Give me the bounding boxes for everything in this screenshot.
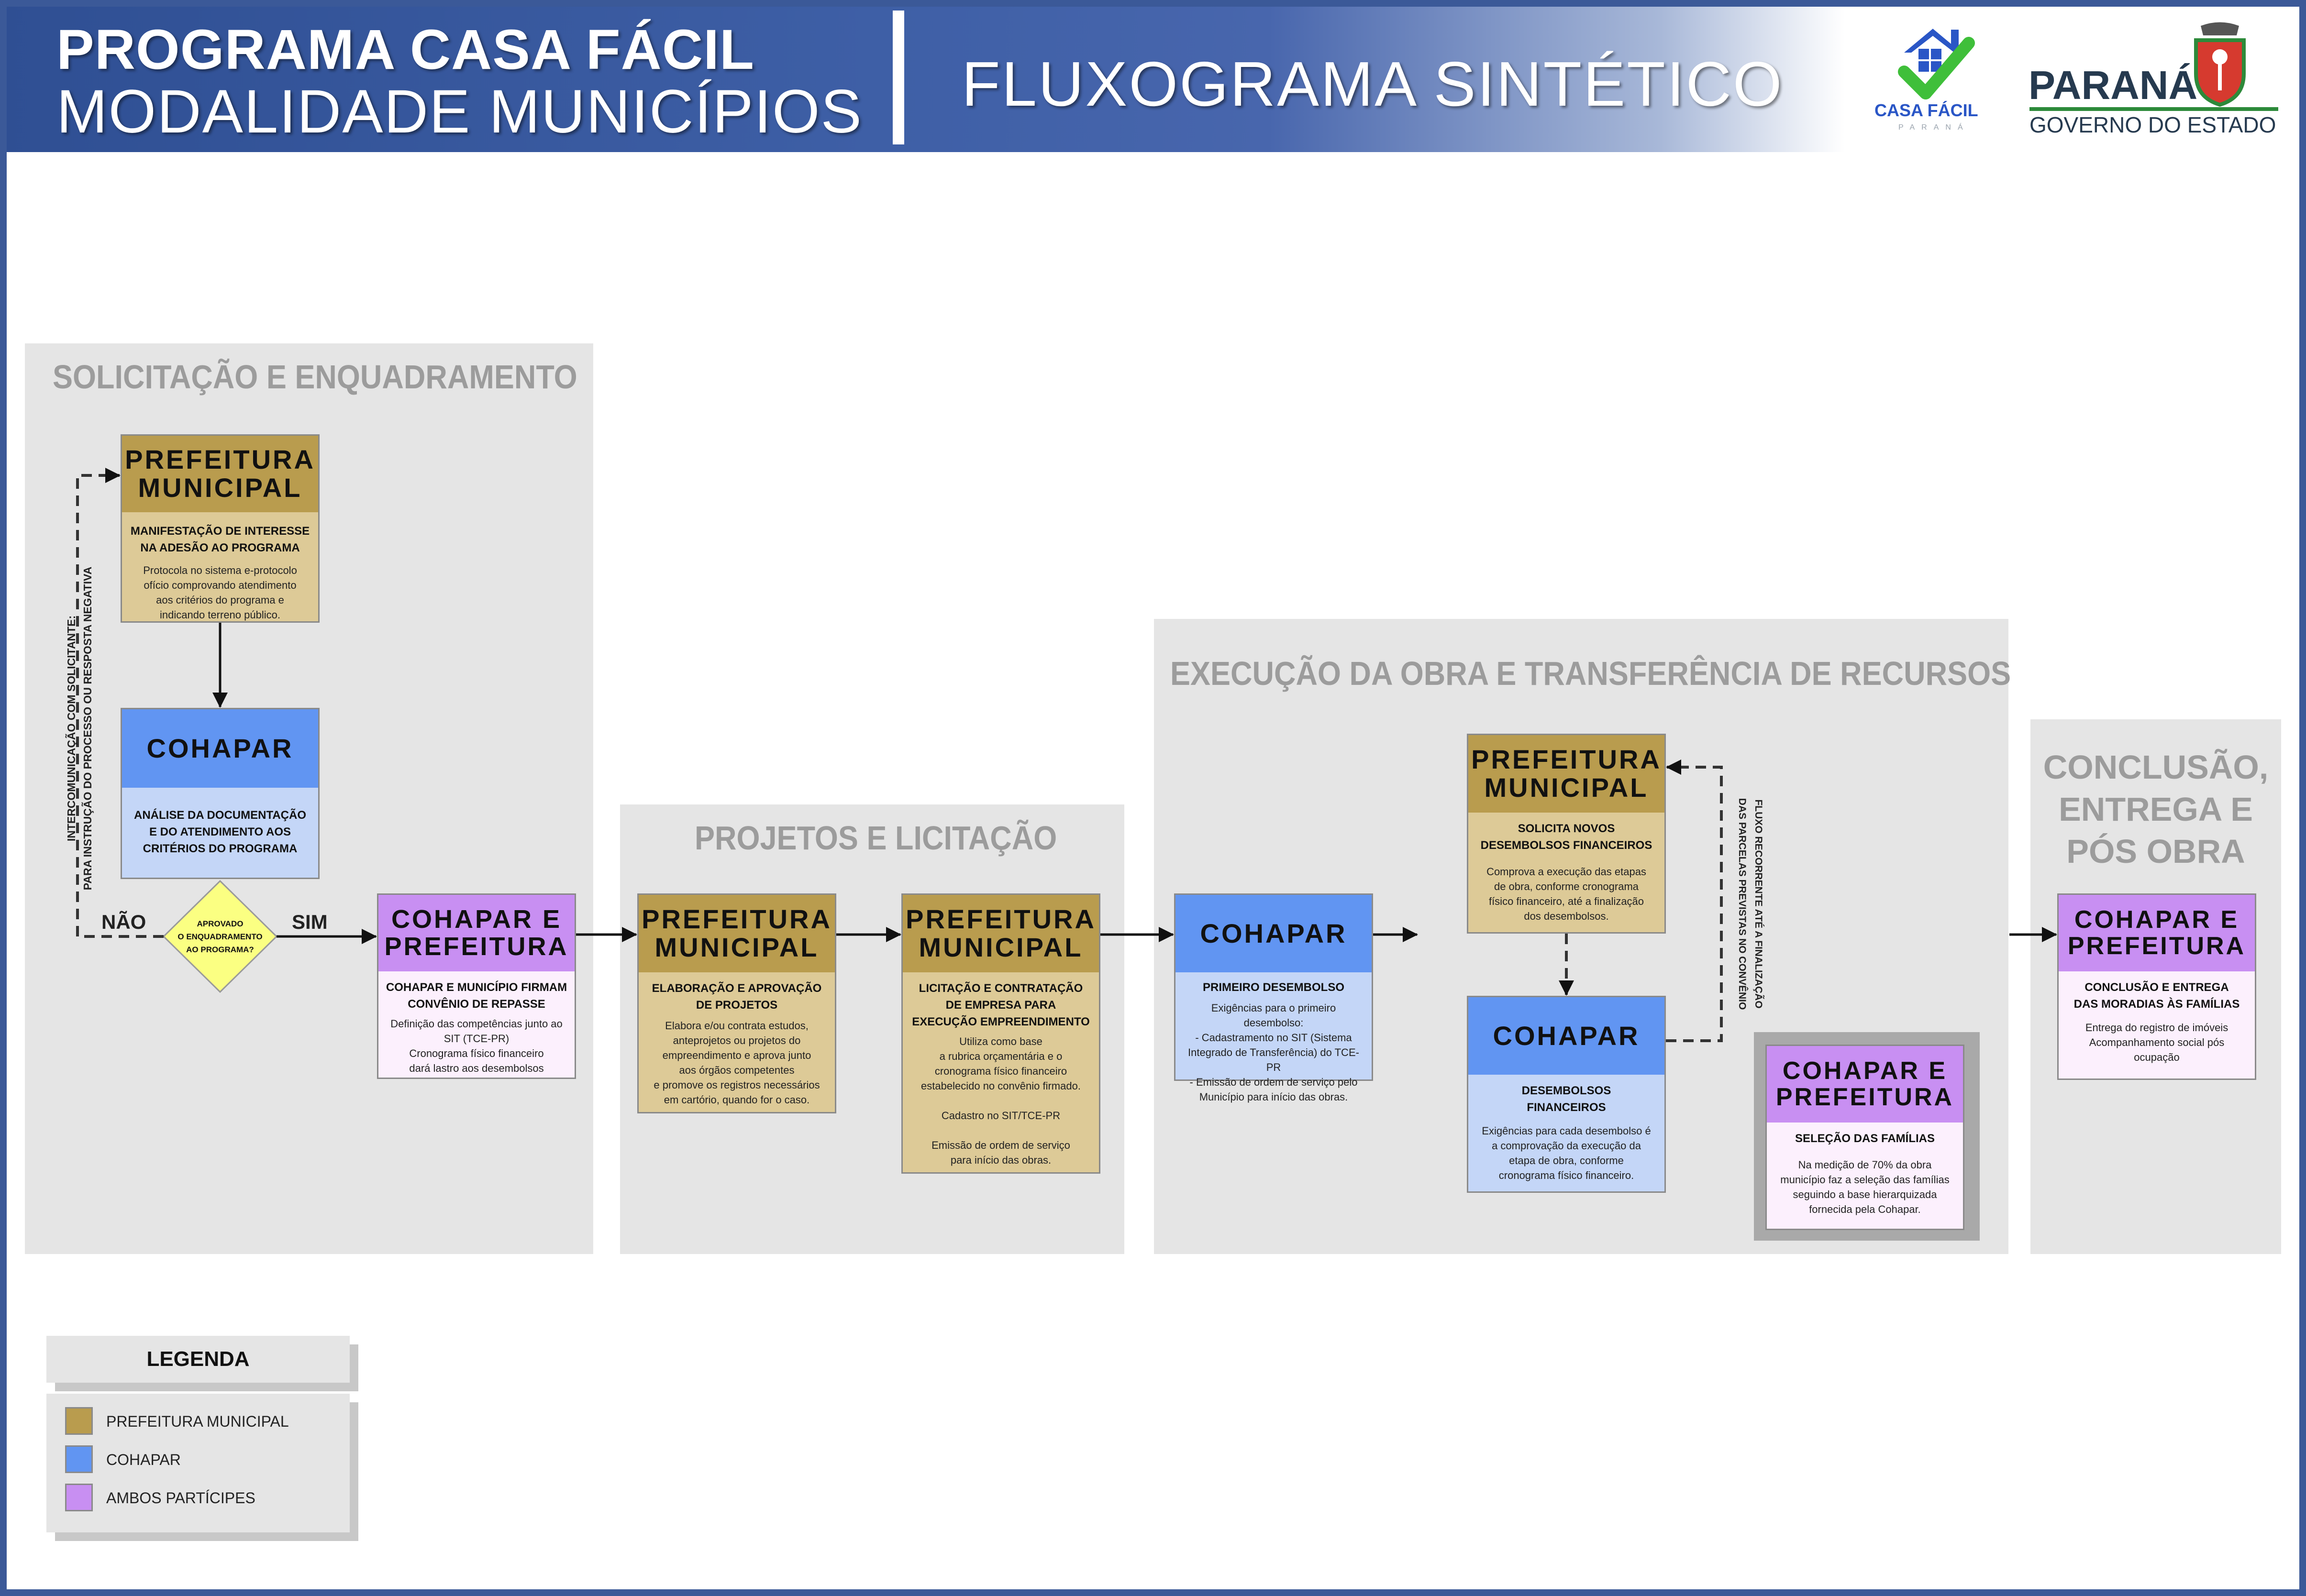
casa-facil-logo-name: CASA FÁCIL — [1874, 100, 1978, 120]
box-subtitle: SOLICITA NOVOS DESEMBOLSOS FINANCEIROS — [1480, 822, 1652, 852]
box-prefeitura-novos-desembolsos: PREFEITURA MUNICIPAL SOLICITA NOVOS DESE… — [1467, 734, 1666, 934]
box-head: PREFEITURA MUNICIPAL — [1468, 735, 1664, 813]
section-execucao-title: EXECUÇÃO DA OBRA E TRANSFERÊNCIA DE RECU… — [1170, 655, 2011, 692]
decision-text: APROVADO O ENQUADRAMENTO AO PROGRAMA? — [177, 919, 263, 954]
box-body: SOLICITA NOVOS DESEMBOLSOS FINANCEIROS C… — [1468, 813, 1664, 932]
box-prefeitura-projetos: PREFEITURA MUNICIPAL ELABORAÇÃO E APROVA… — [637, 893, 836, 1113]
box-subtitle: MANIFESTAÇÃO DE INTERESSE NA ADESÃO AO P… — [130, 525, 310, 554]
box-body: CONCLUSÃO E ENTREGA DAS MORADIAS ÀS FAMÍ… — [2059, 971, 2255, 1079]
box-body: DESEMBOLSOS FINANCEIROS Exigências para … — [1468, 1075, 1664, 1191]
box-subtitle: LICITAÇÃO E CONTRATAÇÃO DE EMPRESA PARA … — [912, 982, 1090, 1028]
box-head: PREFEITURA MUNICIPAL — [903, 895, 1099, 972]
header-divider — [893, 11, 904, 144]
box-text: Comprova a execução das etapas de obra, … — [1486, 866, 1646, 922]
section-projetos-title: PROJETOS E LICITAÇÃO — [695, 819, 1057, 857]
legend-title: LEGENDA — [146, 1347, 250, 1371]
box-ambos-selecao-familias: COHAPAR E PREFEITURA SELEÇÃO DAS FAMÍLIA… — [1765, 1045, 1964, 1230]
legend-swatch-cohapar — [65, 1445, 93, 1473]
parana-logo-sub: GOVERNO DO ESTADO — [2029, 112, 2276, 137]
box-subtitle: ELABORAÇÃO E APROVAÇÃO DE PROJETOS — [652, 982, 822, 1012]
box-subtitle: COHAPAR E MUNICÍPIO FIRMAM CONVÊNIO DE R… — [386, 981, 567, 1011]
box-cohapar-desembolsos: COHAPAR DESEMBOLSOS FINANCEIROS Exigênci… — [1467, 996, 1666, 1193]
box-body: MANIFESTAÇÃO DE INTERESSE NA ADESÃO AO P… — [122, 512, 318, 621]
box-head: COHAPAR E PREFEITURA — [2059, 895, 2255, 971]
legend-swatch-prefeitura — [65, 1407, 93, 1435]
box-prefeitura-licitacao: PREFEITURA MUNICIPAL LICITAÇÃO E CONTRAT… — [901, 893, 1100, 1174]
box-prefeitura-manifestacao: PREFEITURA MUNICIPAL MANIFESTAÇÃO DE INT… — [121, 434, 320, 623]
program-title: PROGRAMA CASA FÁCIL — [56, 18, 754, 81]
legend-label-prefeitura: PREFEITURA MUNICIPAL — [106, 1413, 289, 1430]
box-body: PRIMEIRO DESEMBOLSO Exigências para o pr… — [1175, 972, 1372, 1103]
box-head: PREFEITURA MUNICIPAL — [122, 436, 318, 512]
decision-diamond — [162, 880, 278, 993]
decision-yes-label: SIM — [292, 911, 328, 933]
box-subtitle: DESEMBOLSOS FINANCEIROS — [1521, 1084, 1611, 1114]
box-head: PREFEITURA MUNICIPAL — [639, 895, 835, 972]
box-subtitle: SELEÇÃO DAS FAMÍLIAS — [1795, 1132, 1935, 1145]
dashed-recurring-loop — [1666, 759, 1723, 1042]
box-head: COHAPAR — [122, 709, 318, 788]
box-ambos-conclusao: COHAPAR E PREFEITURA CONCLUSÃO E ENTREGA… — [2057, 893, 2256, 1080]
legend-header — [46, 1336, 350, 1383]
box-text: Definição das competências junto ao SIT … — [390, 1018, 563, 1074]
box-text: Na medição de 70% da obra município faz … — [1780, 1159, 1950, 1215]
box-text: Exigências para cada desembolso é a comp… — [1482, 1125, 1651, 1181]
parana-coat-of-arms-icon — [2194, 22, 2246, 107]
parana-logo-underline — [2029, 107, 2278, 111]
legend-box — [46, 1394, 350, 1532]
header-banner — [0, 0, 2306, 152]
box-head: COHAPAR E PREFEITURA — [378, 895, 575, 971]
casa-facil-logo-icon — [1898, 29, 1975, 99]
box-body: ANÁLISE DA DOCUMENTAÇÃO E DO ATENDIMENTO… — [122, 788, 318, 878]
legend-label-cohapar: COHAPAR — [106, 1451, 181, 1468]
legend-label-ambos: AMBOS PARTÍCIPES — [106, 1489, 255, 1507]
box-body: COHAPAR E MUNICÍPIO FIRMAM CONVÊNIO DE R… — [378, 971, 575, 1078]
casa-facil-logo-sub: PARANÁ — [1898, 123, 1970, 132]
parana-logo-name: PARANÁ — [2029, 63, 2198, 108]
legend-swatch-ambos — [65, 1484, 93, 1511]
decision-no-label: NÃO — [101, 911, 146, 933]
box-subtitle: CONCLUSÃO E ENTREGA DAS MORADIAS ÀS FAMÍ… — [2073, 981, 2240, 1011]
box-subtitle: ANÁLISE DA DOCUMENTAÇÃO E DO ATENDIMENTO… — [134, 809, 306, 855]
box-cohapar-analise: COHAPAR ANÁLISE DA DOCUMENTAÇÃO E DO ATE… — [121, 708, 320, 879]
box-cohapar-primeiro-desembolso: COHAPAR PRIMEIRO DESEMBOLSO Exigências p… — [1174, 893, 1373, 1103]
box-text: Protocola no sistema e-protocolo ofício … — [143, 564, 297, 621]
box-body: LICITAÇÃO E CONTRATAÇÃO DE EMPRESA PARA … — [903, 972, 1099, 1172]
box-subtitle: PRIMEIRO DESEMBOLSO — [1202, 981, 1345, 994]
box-text: Elabora e/ou contrata estudos, anteproje… — [654, 1020, 820, 1106]
box-body: SELEÇÃO DAS FAMÍLIAS Na medição de 70% d… — [1767, 1123, 1963, 1229]
flowchart-title: FLUXOGRAMA SINTÉTICO — [962, 49, 1784, 119]
section-solicitacao-title: SOLICITAÇÃO E ENQUADRAMENTO — [53, 358, 577, 396]
box-body: ELABORAÇÃO E APROVAÇÃO DE PROJETOS Elabo… — [639, 972, 835, 1112]
box-ambos-convenio: COHAPAR E PREFEITURA COHAPAR E MUNICÍPIO… — [377, 893, 576, 1079]
box-head: COHAPAR — [1175, 895, 1372, 972]
box-text: Utiliza como base a rubrica orçamentária… — [921, 1035, 1081, 1166]
dashed-nao-feedback — [76, 468, 164, 938]
box-text: Entrega do registro de imóveis Acompanha… — [2085, 1022, 2228, 1063]
box-text: Exigências para o primeiro desembolso: -… — [1188, 1002, 1359, 1103]
box-head: COHAPAR E PREFEITURA — [1767, 1046, 1963, 1123]
box-head: COHAPAR — [1468, 997, 1664, 1075]
program-modality: MODALIDADE MUNICÍPIOS — [56, 77, 863, 146]
section-conclusao-title: CONCLUSÃO, ENTREGA E PÓS OBRA — [2043, 748, 2269, 870]
